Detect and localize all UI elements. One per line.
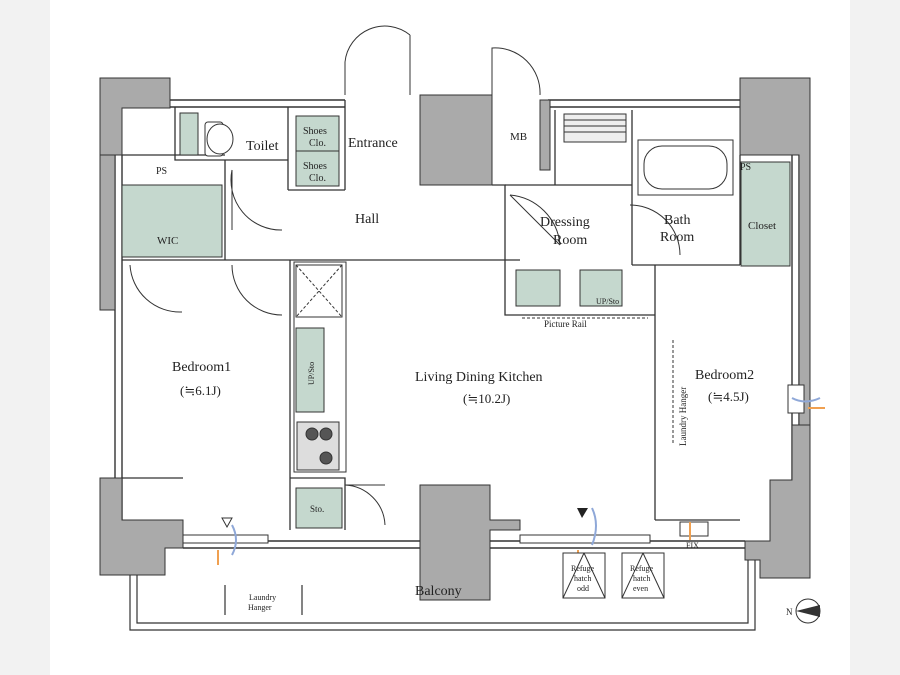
column-bottom-left	[99, 477, 184, 576]
balcony-laundry-hanger	[224, 585, 303, 615]
label-ldk-area: (≒10.2J)	[463, 391, 510, 406]
label-refuge-odd-1: Refuge	[571, 564, 595, 573]
label-bedroom2-area: (≒4.5J)	[708, 389, 749, 404]
wic-area	[121, 184, 223, 258]
label-shoes-clo-2b: Clo.	[309, 173, 326, 184]
label-ps-right: PS	[740, 162, 751, 173]
label-refuge-even-2: hatch	[633, 574, 650, 583]
label-dressing-room-a: Dressing	[540, 215, 590, 230]
bedroom1-door-b	[231, 264, 283, 316]
cooktop	[296, 421, 340, 471]
washer-space	[563, 113, 627, 143]
label-refuge-even-1: Refuge	[630, 564, 654, 573]
refuge-hatch-odd	[562, 552, 606, 599]
dressing-cabinet-1	[515, 269, 561, 307]
label-hall: Hall	[355, 212, 379, 227]
label-refuge-odd-3: odd	[577, 584, 589, 593]
vent-marker-1	[221, 517, 233, 529]
toilet-fixture	[204, 121, 234, 157]
refrigerator-space	[295, 264, 343, 318]
windows	[182, 384, 805, 544]
doors	[129, 25, 681, 526]
storage-areas	[121, 112, 791, 529]
aircon-marks	[217, 397, 825, 565]
label-dressing-room-b: Room	[553, 233, 587, 248]
entrance-door-left	[344, 25, 411, 95]
compass-icon	[795, 598, 821, 624]
label-shoes-clo-1b: Clo.	[309, 138, 326, 149]
label-up-sto-2: UP/Sto	[307, 362, 316, 385]
label-closet: Closet	[748, 220, 776, 232]
label-bedroom2: Bedroom2	[695, 368, 754, 383]
structural-columns	[99, 77, 811, 601]
wic-door	[230, 169, 283, 231]
refuge-hatch-even	[621, 552, 665, 599]
label-fix: FIX	[686, 541, 699, 550]
label-picture-rail: Picture Rail	[544, 319, 587, 329]
storage-sto-area	[295, 487, 343, 529]
column-bottom-right	[744, 424, 811, 579]
label-bedroom1: Bedroom1	[172, 360, 231, 375]
label-sto: Sto.	[310, 504, 324, 514]
storage-door	[344, 484, 386, 526]
annotation-labels: Picture Rail Laundry Hanger Laundry Hang…	[248, 297, 793, 617]
label-up-sto-1: UP/Sto	[596, 297, 619, 306]
label-bedroom1-area: (≒6.1J)	[180, 383, 221, 398]
label-bath-room-a: Bath	[664, 213, 690, 228]
label-refuge-even-3: even	[633, 584, 648, 593]
label-mb: MB	[510, 131, 527, 143]
column-center-top	[419, 94, 493, 186]
label-laundry-hanger-1: Laundry	[249, 593, 276, 602]
label-shoes-clo-2a: Shoes	[303, 161, 327, 172]
bath-door	[629, 204, 681, 256]
closet-area	[740, 161, 791, 267]
bedroom1-door-a	[129, 264, 183, 313]
balcony-outline	[129, 555, 756, 631]
label-bath-room-b: Room	[660, 230, 694, 245]
column-center-bottom	[419, 484, 521, 601]
bedroom1-window	[182, 534, 269, 544]
label-toilet: Toilet	[246, 139, 279, 154]
vent-marker-2	[577, 508, 588, 518]
label-balcony: Balcony	[415, 584, 462, 599]
label-compass-n: N	[786, 607, 793, 617]
label-refuge-odd-2: hatch	[574, 574, 591, 583]
refuge-hatches	[562, 552, 665, 599]
toilet-cabinet	[179, 112, 199, 156]
label-shoes-clo-1a: Shoes	[303, 126, 327, 137]
column-mb-side	[539, 99, 551, 171]
dressing-door	[509, 194, 561, 246]
label-ldk: Living Dining Kitchen	[415, 370, 543, 385]
kitchen-sink-area	[295, 327, 325, 413]
entrance-door-right	[491, 47, 541, 96]
label-laundry-hanger-2: Hanger	[248, 603, 272, 612]
fix-window	[679, 521, 709, 537]
label-ps-left: PS	[156, 166, 167, 177]
kitchen-counter	[293, 261, 347, 473]
ldk-window	[519, 534, 651, 544]
room-labels: Toilet Entrance MB Hall WIC PS PS Shoes …	[156, 126, 776, 599]
dressing-cabinet-2	[579, 269, 623, 307]
bathtub	[637, 139, 734, 196]
label-entrance: Entrance	[348, 136, 398, 151]
label-wic: WIC	[157, 235, 178, 247]
wall-left-upper	[99, 154, 116, 311]
label-laundry-hanger-vertical: Laundry Hanger	[678, 387, 688, 446]
